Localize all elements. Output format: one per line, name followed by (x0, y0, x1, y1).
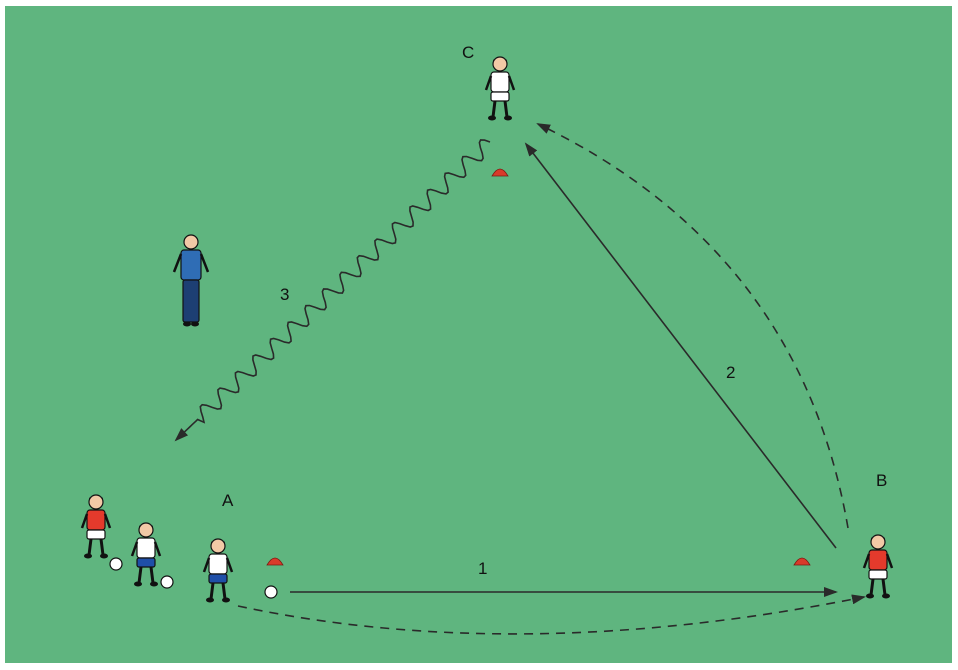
player-label-b: B (876, 471, 887, 490)
cone-b (794, 558, 810, 565)
player-label-a: A (222, 491, 234, 510)
run-line-b (538, 124, 848, 528)
cone-a (267, 558, 283, 565)
player-a (204, 539, 232, 603)
queue-player-2 (132, 523, 160, 587)
queue-player-1 (82, 495, 110, 559)
action-label-1: 1 (478, 559, 487, 578)
player-label-c: C (462, 43, 474, 62)
action-label-2: 2 (726, 363, 735, 382)
player-b (864, 535, 892, 599)
dribble-line-3 (176, 140, 490, 440)
ball-queue-2 (161, 576, 173, 588)
ball-queue-1 (110, 558, 122, 570)
ball-a (265, 586, 277, 598)
pass-line-2 (526, 144, 836, 548)
coach (174, 235, 208, 327)
run-line-a (238, 597, 864, 634)
action-label-3: 3 (280, 285, 289, 304)
cone-c (492, 169, 508, 176)
player-c (486, 57, 514, 121)
